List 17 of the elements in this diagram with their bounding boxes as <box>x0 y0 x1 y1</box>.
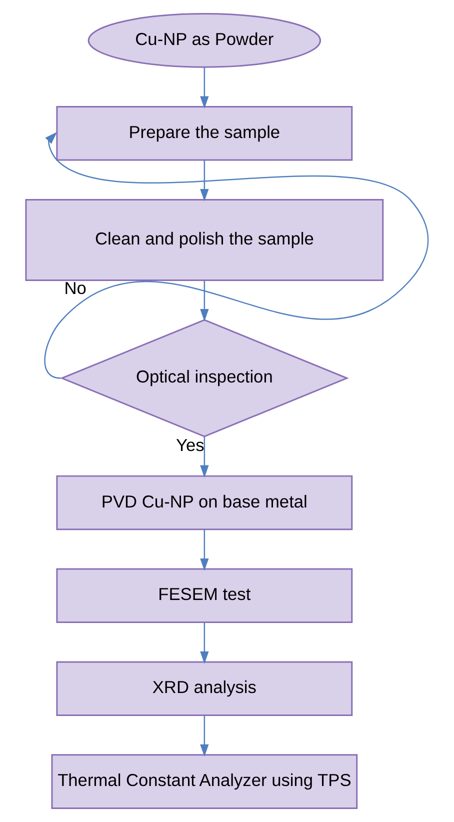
node-box: FESEM test <box>56 568 353 624</box>
arrow <box>200 280 209 322</box>
node-box: Clean and polish the sample <box>25 198 384 281</box>
edge-label: Yes <box>176 435 204 456</box>
arrow <box>200 436 209 478</box>
arrow <box>200 622 209 664</box>
node-box: XRD analysis <box>56 661 353 716</box>
arrow <box>200 160 209 202</box>
node-ellipse: Cu-NP as Powder <box>88 13 322 68</box>
arrow <box>200 716 209 757</box>
node-box: Prepare the sample <box>56 106 353 161</box>
arrow <box>200 67 209 109</box>
node-diamond: Optical inspection <box>60 319 349 438</box>
node-box: Thermal Constant Analyzer using TPS <box>51 754 358 809</box>
node-box: PVD Cu-NP on base metal <box>56 475 353 530</box>
arrow <box>200 530 209 571</box>
arrow <box>44 132 428 379</box>
